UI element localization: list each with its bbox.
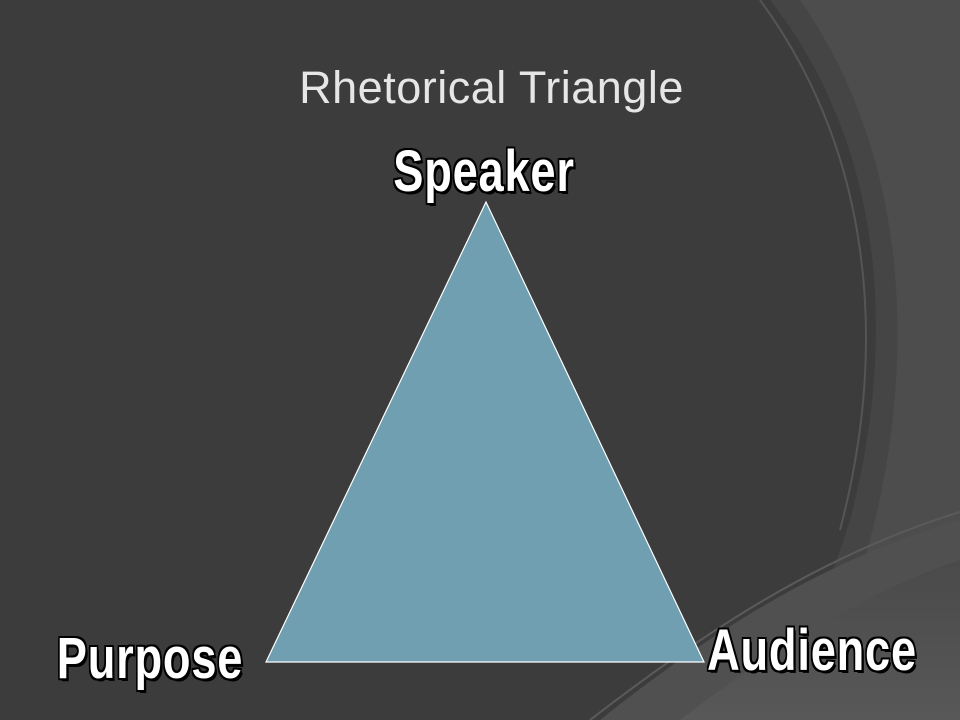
triangle-shape (265, 200, 705, 663)
purpose-label: Purpose (56, 626, 244, 691)
slide-title: Rhetorical Triangle (299, 62, 684, 113)
speaker-label: Speaker (393, 139, 575, 204)
audience-label: Audience (707, 618, 917, 683)
